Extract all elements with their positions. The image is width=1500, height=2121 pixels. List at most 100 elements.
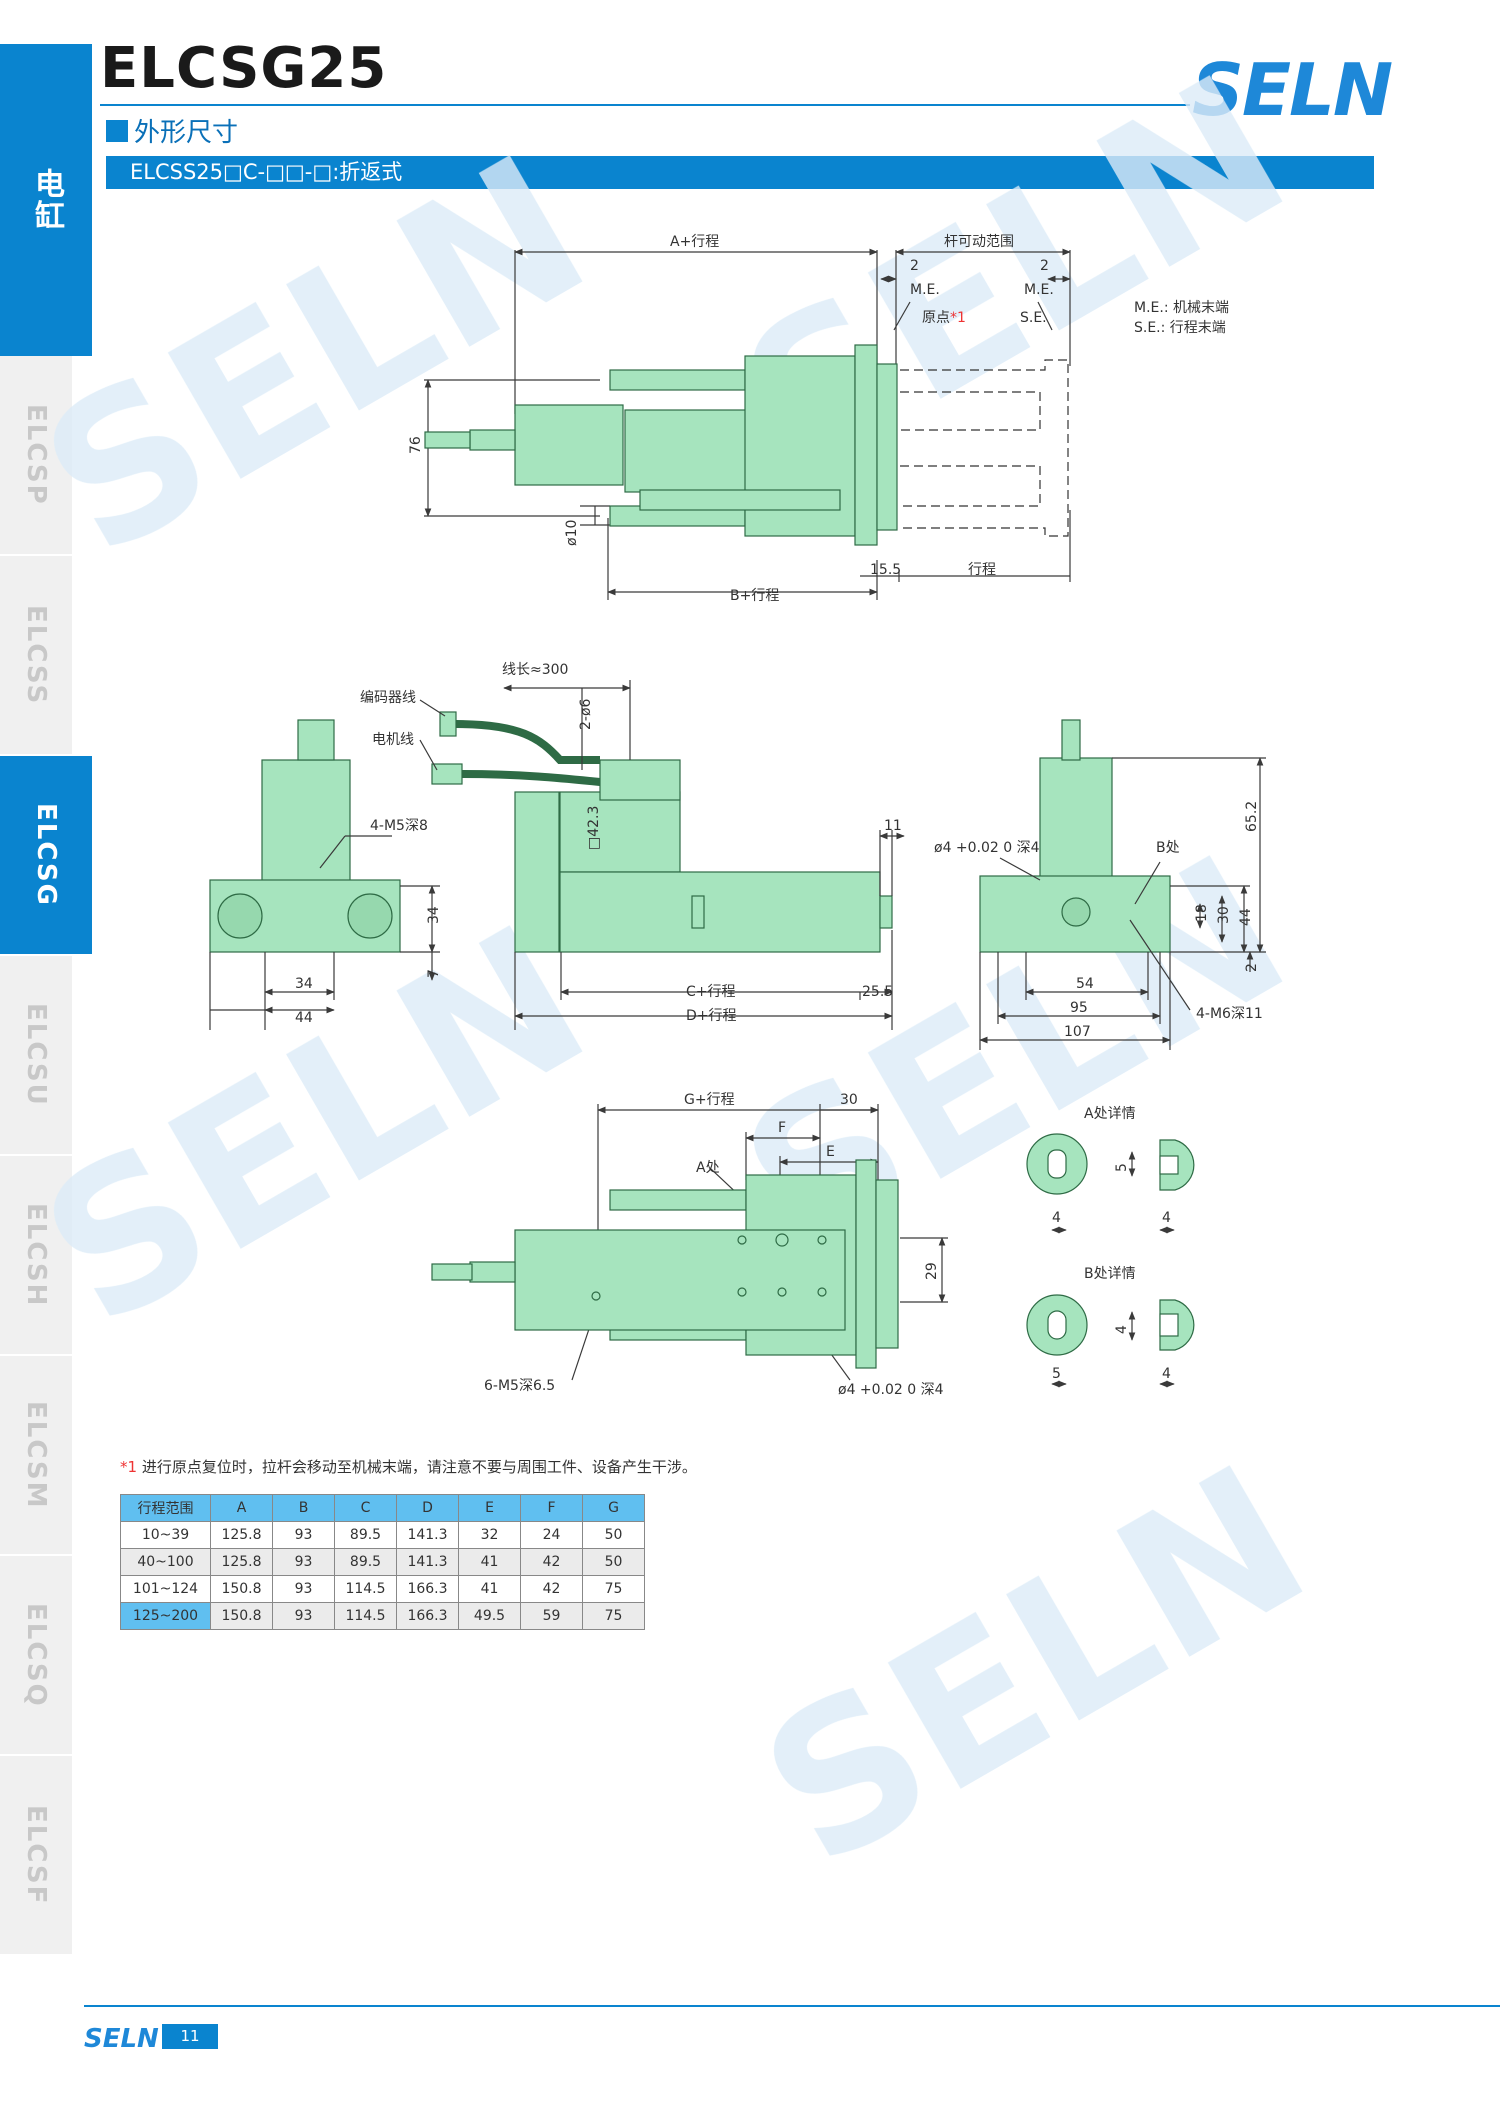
dim-a-stroke: A+行程 <box>670 234 719 250</box>
dim-e: E <box>826 1144 835 1160</box>
label-origin-mark: *1 <box>950 310 966 326</box>
cell: 89.5 <box>334 1521 397 1549</box>
cell: 24 <box>520 1521 583 1549</box>
side-tab-elcsp[interactable]: ELCSP <box>0 356 72 554</box>
label-a-detail: A处详情 <box>1084 1106 1136 1122</box>
cell: 93 <box>272 1548 335 1576</box>
cell: 75 <box>582 1575 645 1603</box>
detail-views <box>1026 1133 1195 1388</box>
cell: 59 <box>520 1602 583 1630</box>
title-divider <box>100 104 1190 106</box>
dim-44-right: 44 <box>1238 908 1254 926</box>
col-header: C <box>334 1494 397 1522</box>
dim-29: 29 <box>924 1262 940 1280</box>
label-motor-cable: 电机线 <box>372 732 414 748</box>
label-me-left: M.E. <box>910 282 940 298</box>
page-number: 11 <box>162 2024 218 2049</box>
dim-2-right: 2 <box>1040 258 1049 274</box>
cell: 41 <box>458 1548 521 1576</box>
dim-c-stroke: C+行程 <box>686 984 736 1000</box>
dim-2-d6: 2-ø6 <box>578 698 594 730</box>
col-header: E <box>458 1494 521 1522</box>
label-m6: 4-M6深11 <box>1196 1006 1263 1022</box>
label-m5: 4-M5深8 <box>370 818 428 834</box>
col-header: A <box>210 1494 273 1522</box>
label-b-place: B处 <box>1156 840 1180 856</box>
cell: 125.8 <box>210 1521 273 1549</box>
right-end-view <box>979 719 1266 1050</box>
cell: 49.5 <box>458 1602 521 1630</box>
dim-rod-range: 杆可动范围 <box>944 233 1014 250</box>
dim-107: 107 <box>1064 1024 1091 1040</box>
dim-44-left: 44 <box>295 1010 313 1026</box>
table-row: 40~100 125.8 93 89.5 141.3 41 42 50 <box>120 1548 645 1576</box>
cell: 114.5 <box>334 1602 397 1630</box>
dim-95: 95 <box>1070 1000 1088 1016</box>
dim-34-left: 34 <box>295 976 313 992</box>
dim-f: F <box>778 1120 786 1136</box>
cell: 141.3 <box>396 1521 459 1549</box>
dim-d10: ø10 <box>564 520 580 546</box>
cell: 166.3 <box>396 1575 459 1603</box>
dim-11: 11 <box>884 818 902 834</box>
model-bar: ELCSS25□C-□□-□:折返式 <box>106 156 1374 189</box>
cell-range: 125~200 <box>120 1602 211 1630</box>
cell-range: 101~124 <box>120 1575 211 1603</box>
dim-b-4-right: 4 <box>1162 1366 1171 1382</box>
bottom-view <box>431 1104 948 1381</box>
left-end-view <box>209 719 440 1030</box>
cell: 141.3 <box>396 1548 459 1576</box>
label-me-right: M.E. <box>1024 282 1054 298</box>
cell: 93 <box>272 1575 335 1603</box>
side-tab-elcsh[interactable]: ELCSH <box>0 1156 72 1354</box>
label-cable-length: 线长≈300 <box>502 662 568 678</box>
homing-note: *1 进行原点复位时，拉杆会移动至机械末端，请注意不要与周围工件、设备产生干涉。 <box>120 1456 697 1477</box>
cell: 150.8 <box>210 1602 273 1630</box>
side-tab-elcsf[interactable]: ELCSF <box>0 1756 72 1954</box>
note-mark: *1 <box>120 1458 138 1476</box>
dimension-table: 行程范围 A B C D E F G 10~39 125.8 93 89.5 1… <box>120 1494 645 1630</box>
side-tab-elcsq[interactable]: ELCSQ <box>0 1556 72 1754</box>
cell-range: 40~100 <box>120 1548 211 1576</box>
dim-b-5: 5 <box>1052 1366 1061 1382</box>
dim-b-4: 4 <box>1114 1325 1130 1334</box>
dim-b-stroke: B+行程 <box>730 588 779 604</box>
cell: 93 <box>272 1521 335 1549</box>
cell: 50 <box>582 1548 645 1576</box>
cell: 42 <box>520 1548 583 1576</box>
note-text: 进行原点复位时，拉杆会移动至机械末端，请注意不要与周围工件、设备产生干涉。 <box>141 1458 697 1476</box>
col-header: F <box>520 1494 583 1522</box>
side-tab-elcsm[interactable]: ELCSM <box>0 1356 72 1554</box>
cell: 41 <box>458 1575 521 1603</box>
cell-range: 10~39 <box>120 1521 211 1549</box>
dim-d-stroke: D+行程 <box>686 1008 737 1024</box>
svg-text:SELN: SELN <box>728 1422 1343 1912</box>
table-header-row: 行程范围 A B C D E F G <box>120 1494 645 1522</box>
col-header: 行程范围 <box>120 1494 211 1522</box>
brand-logo: SELN <box>1192 48 1393 132</box>
col-header: B <box>272 1494 335 1522</box>
cell: 114.5 <box>334 1575 397 1603</box>
dim-2: 2 <box>1244 963 1260 972</box>
section-heading: 外形尺寸 <box>106 112 238 149</box>
cell: 42 <box>520 1575 583 1603</box>
dim-a-4-right: 4 <box>1162 1210 1171 1226</box>
cell: 150.8 <box>210 1575 273 1603</box>
label-encoder-cable: 编码器线 <box>360 690 416 706</box>
footer-divider <box>84 2005 1500 2007</box>
dim-7: 7 <box>426 969 442 978</box>
dim-54: 54 <box>1076 976 1094 992</box>
side-tab-elcsg[interactable]: ELCSG <box>0 756 92 954</box>
side-tab-elcsu[interactable]: ELCSU <box>0 956 72 1154</box>
legend-me: M.E.: 机械末端 <box>1134 300 1229 316</box>
dim-34-vert: 34 <box>426 906 442 924</box>
dim-a-4-left: 4 <box>1052 1210 1061 1226</box>
side-tab-elcss[interactable]: ELCSS <box>0 556 72 754</box>
section-square-icon <box>106 119 128 142</box>
side-tab-category[interactable]: 电缸 <box>0 44 92 356</box>
side-view <box>419 680 905 1030</box>
section-title: 外形尺寸 <box>134 118 239 148</box>
dim-15-5: 15.5 <box>870 562 901 578</box>
dim-g-stroke: G+行程 <box>684 1092 735 1108</box>
